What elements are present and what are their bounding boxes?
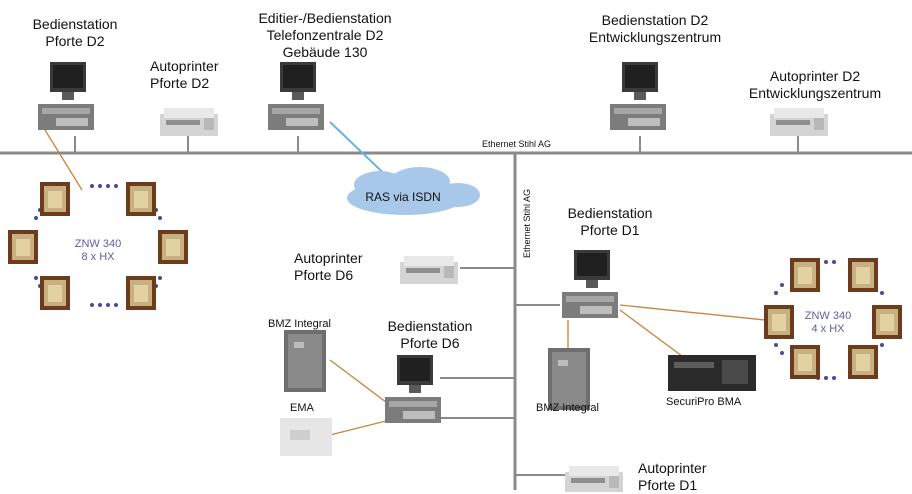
label-ethernet-top: Ethernet Stihl AG: [482, 139, 552, 149]
label-bedien-pforte-d6: Bedienstation Pforte D6: [387, 318, 473, 351]
label-editier-station: Editier-/Bedienstation Telefonzentrale D…: [258, 10, 392, 60]
ras-cloud: [347, 167, 480, 215]
workstation-pforte-d1: [562, 250, 618, 318]
label-ring-left: ZNW 340 8 x HX: [74, 238, 122, 263]
label-ema: EMA: [290, 402, 314, 414]
label-ras: RAS via ISDN: [365, 190, 441, 204]
label-bmz-d1: BMZ Integral: [536, 402, 599, 414]
label-securipro: SecuriPro BMA: [666, 396, 742, 408]
printer-pforte-d1: [565, 466, 623, 492]
label-autoprinter-pforte-d1: Autoprinter Pforte D1: [638, 460, 707, 493]
label-autoprinter-pforte-d2: Autoprinter Pforte D2: [150, 58, 219, 91]
printer-entwicklung: [770, 108, 828, 136]
workstation-pforte-d2: [38, 62, 94, 130]
label-autoprinter-entwicklung: Autoprinter D2 Entwicklungszentrum: [748, 68, 882, 101]
label-bedien-pforte-d2: Bedienstation Pforte D2: [32, 16, 118, 49]
label-ethernet-vertical: Ethernet Stihl AG: [522, 188, 532, 258]
workstation-entwicklung: [610, 62, 666, 130]
ema-device: [280, 418, 332, 456]
label-bmz-d6: BMZ Integral: [268, 318, 331, 330]
label-autoprinter-pforte-d6: Autoprinter Pforte D6: [294, 250, 363, 283]
bmz-panel-d6: [284, 330, 326, 392]
bmz-panel-d1: [548, 348, 590, 410]
workstation-pforte-d6: [385, 355, 441, 423]
securipro-device: [668, 355, 756, 391]
label-bedien-pforte-d1: Bedienstation Pforte D1: [567, 205, 653, 238]
printer-pforte-d2: [160, 108, 218, 136]
workstation-editier: [268, 62, 324, 130]
printer-pforte-d6: [400, 256, 458, 284]
label-ring-right: ZNW 340 4 x HX: [804, 310, 852, 335]
label-bedien-entwicklung: Bedienstation D2 Entwicklungszentrum: [588, 12, 722, 45]
